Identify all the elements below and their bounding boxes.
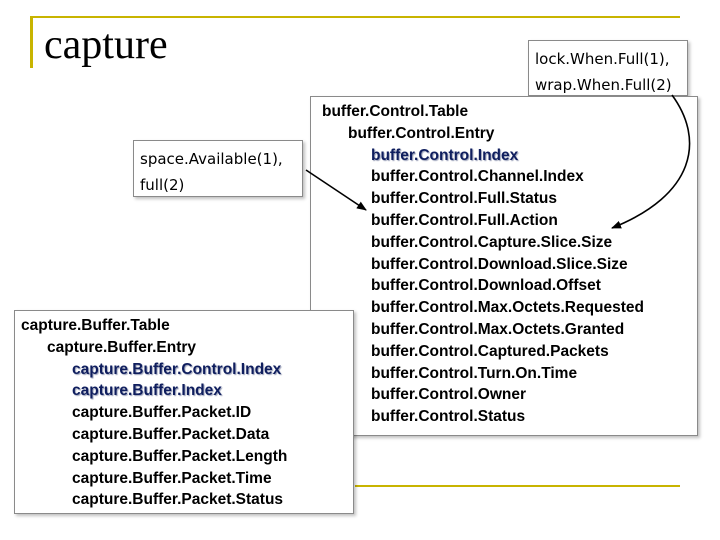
note-line: space.Available(1), — [140, 150, 283, 168]
field: buffer.Control.Turn.On.Time — [371, 364, 578, 382]
table-name: capture.Buffer.Table — [21, 317, 170, 334]
table-name: buffer.Control.Table — [322, 103, 469, 120]
field: capture.Buffer.Packet.Data — [72, 425, 270, 443]
full-action-arrow — [611, 94, 691, 229]
field: buffer.Control.Download.Slice.Size — [371, 255, 628, 273]
entry-name: buffer.Control.Entry — [348, 124, 495, 142]
index-field: capture.Buffer.Index — [72, 382, 222, 400]
field: buffer.Control.Status — [371, 408, 526, 426]
buffer-control-table-box: buffer.Control.Table buffer.Control.Entr… — [310, 96, 698, 436]
field: buffer.Control.Max.Octets.Granted — [371, 320, 625, 338]
full-status-note: space.Available(1), full(2) — [133, 140, 303, 197]
accent-vertical-line — [30, 16, 33, 68]
note-line: full(2) — [140, 176, 185, 194]
field: buffer.Control.Channel.Index — [371, 168, 584, 186]
field: buffer.Control.Full.Action — [371, 211, 558, 229]
note-line: wrap.When.Full(2) — [535, 76, 672, 94]
field: capture.Buffer.Packet.Time — [72, 469, 272, 487]
entry-name: capture.Buffer.Entry — [47, 338, 197, 356]
field: capture.Buffer.Packet.Length — [72, 447, 288, 465]
note-line: lock.When.Full(1), — [535, 50, 670, 68]
field: capture.Buffer.Packet.ID — [72, 404, 252, 422]
field: buffer.Control.Capture.Slice.Size — [371, 233, 613, 251]
field: buffer.Control.Owner — [371, 386, 526, 404]
index-field: capture.Buffer.Control.Index — [72, 360, 282, 378]
slide-title: capture — [44, 22, 168, 68]
full-status-arrow — [305, 169, 367, 211]
field-list: buffer.Control.Index buffer.Control.Chan… — [322, 145, 697, 428]
field: capture.Buffer.Packet.Status — [72, 491, 284, 509]
index-field: buffer.Control.Index — [371, 146, 519, 164]
field-list: capture.Buffer.Control.Index capture.Buf… — [21, 359, 353, 512]
accent-horizontal-line — [30, 16, 680, 18]
field: buffer.Control.Full.Status — [371, 190, 557, 208]
field: buffer.Control.Max.Octets.Requested — [371, 299, 645, 317]
full-action-note: lock.When.Full(1), wrap.When.Full(2) — [528, 40, 688, 96]
capture-buffer-table-box: capture.Buffer.Table capture.Buffer.Entr… — [14, 310, 354, 514]
field: buffer.Control.Captured.Packets — [371, 342, 609, 360]
accent-bottom-line — [355, 485, 680, 487]
field: buffer.Control.Download.Offset — [371, 277, 601, 295]
